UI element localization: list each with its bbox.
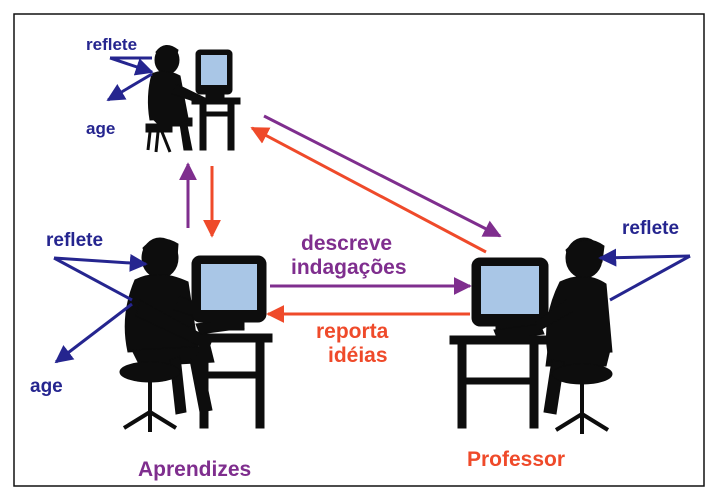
- frame-border: [13, 13, 705, 487]
- describes-label-line1: descreve: [301, 232, 392, 255]
- top-reflete-arrow: [109, 56, 154, 76]
- professor-figure: [449, 237, 613, 434]
- professor-caption: Professor: [467, 448, 565, 471]
- learner-reflete-label: reflete: [46, 230, 103, 251]
- reports-label-line2: idéias: [328, 344, 388, 367]
- top-age-arrow: [106, 72, 153, 102]
- professor-to-top-arrow: [250, 126, 487, 254]
- top-reflete-label: reflete: [86, 35, 137, 54]
- top-age-label: age: [86, 119, 115, 138]
- professor-reflete-label: reflete: [622, 218, 679, 239]
- professor-reflect-arrows: [598, 248, 691, 302]
- describes-label-line2: indagações: [291, 256, 407, 279]
- top-reflect-act-arrows: [106, 56, 154, 102]
- professor-reflete-arrow: [598, 248, 691, 267]
- learner-reflete-arrow: [53, 253, 148, 272]
- professor-reflete-line: [609, 254, 691, 302]
- learner-age-arrow: [54, 302, 133, 364]
- learner-figure: [119, 237, 273, 432]
- learners-caption: Aprendizes: [138, 458, 251, 481]
- learner-reflete-line: [53, 256, 133, 302]
- learner-age-label: age: [30, 376, 63, 397]
- top-to-professor-arrow: [263, 114, 502, 238]
- top-learner-figure: [145, 45, 241, 153]
- reports-label-line1: reporta: [316, 320, 389, 343]
- learner-reflect-act-arrows: [53, 253, 148, 364]
